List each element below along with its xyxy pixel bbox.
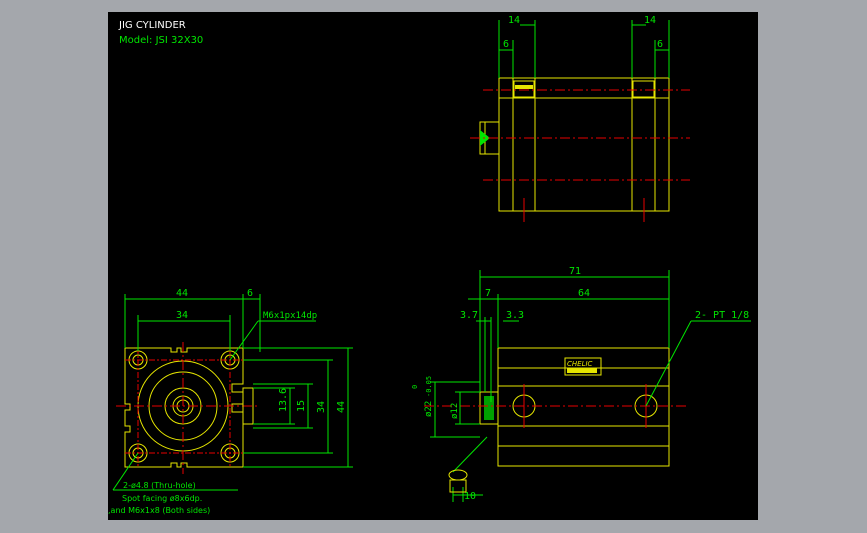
dim-front-v34: 34	[316, 401, 327, 413]
dim-front-15: 15	[296, 400, 307, 412]
side-view: CHELIC	[411, 266, 751, 502]
dim-side-d12: ø12	[450, 403, 460, 419]
top-view: 14 6 14 6	[470, 15, 690, 222]
dim-top-left-6: 6	[503, 39, 509, 50]
note-spot-facing: Spot facing ø8x6dp.	[122, 494, 202, 503]
dim-front-6: 6	[247, 288, 253, 299]
dim-side-64: 64	[578, 288, 590, 299]
dim-front-13-6: 13.6	[278, 388, 289, 412]
dim-side-71: 71	[569, 266, 581, 277]
drawing-title: JIG CYLINDER	[118, 20, 186, 31]
dim-side-7: 7	[485, 288, 491, 299]
dim-front-v44: 44	[336, 401, 347, 413]
brand-plate	[564, 357, 602, 376]
dim-side-10: 10	[464, 491, 476, 502]
dim-side-3-7: 3.7	[460, 310, 478, 321]
note-thru-hole: 2-ø4.8 (Thru-hole)	[123, 481, 196, 490]
dim-side-3-3: 3.3	[506, 310, 524, 321]
dim-top-right-14: 14	[644, 15, 656, 26]
dim-front-44: 44	[176, 288, 188, 299]
dim-rod-tolerance: -0.05	[425, 376, 433, 397]
brand-label: CHELIC	[567, 360, 593, 368]
dim-rod-dia: ø22	[424, 401, 434, 417]
dim-top-right-6: 6	[657, 39, 663, 50]
model-label: Model: JSI 32X30	[119, 35, 203, 46]
front-view: 44 6 34 M6x1px14dp 13.6 15 34 44 2-ø4.8 …	[108, 288, 353, 515]
note-both-sides: ,and M6x1x8 (Both sides)	[108, 506, 210, 515]
front-view-body	[124, 347, 244, 468]
technical-drawing: JIG CYLINDER Model: JSI 32X30	[108, 15, 751, 515]
label-tapped-hole: M6x1px14dp	[263, 311, 317, 321]
dim-rod-tolerance-zero: 0	[411, 385, 419, 389]
dim-top-left-14: 14	[508, 15, 520, 26]
dim-front-34: 34	[176, 310, 188, 321]
cad-viewport[interactable]: JIG CYLINDER Model: JSI 32X30	[108, 12, 758, 520]
label-port: 2- PT 1/8	[695, 310, 749, 321]
